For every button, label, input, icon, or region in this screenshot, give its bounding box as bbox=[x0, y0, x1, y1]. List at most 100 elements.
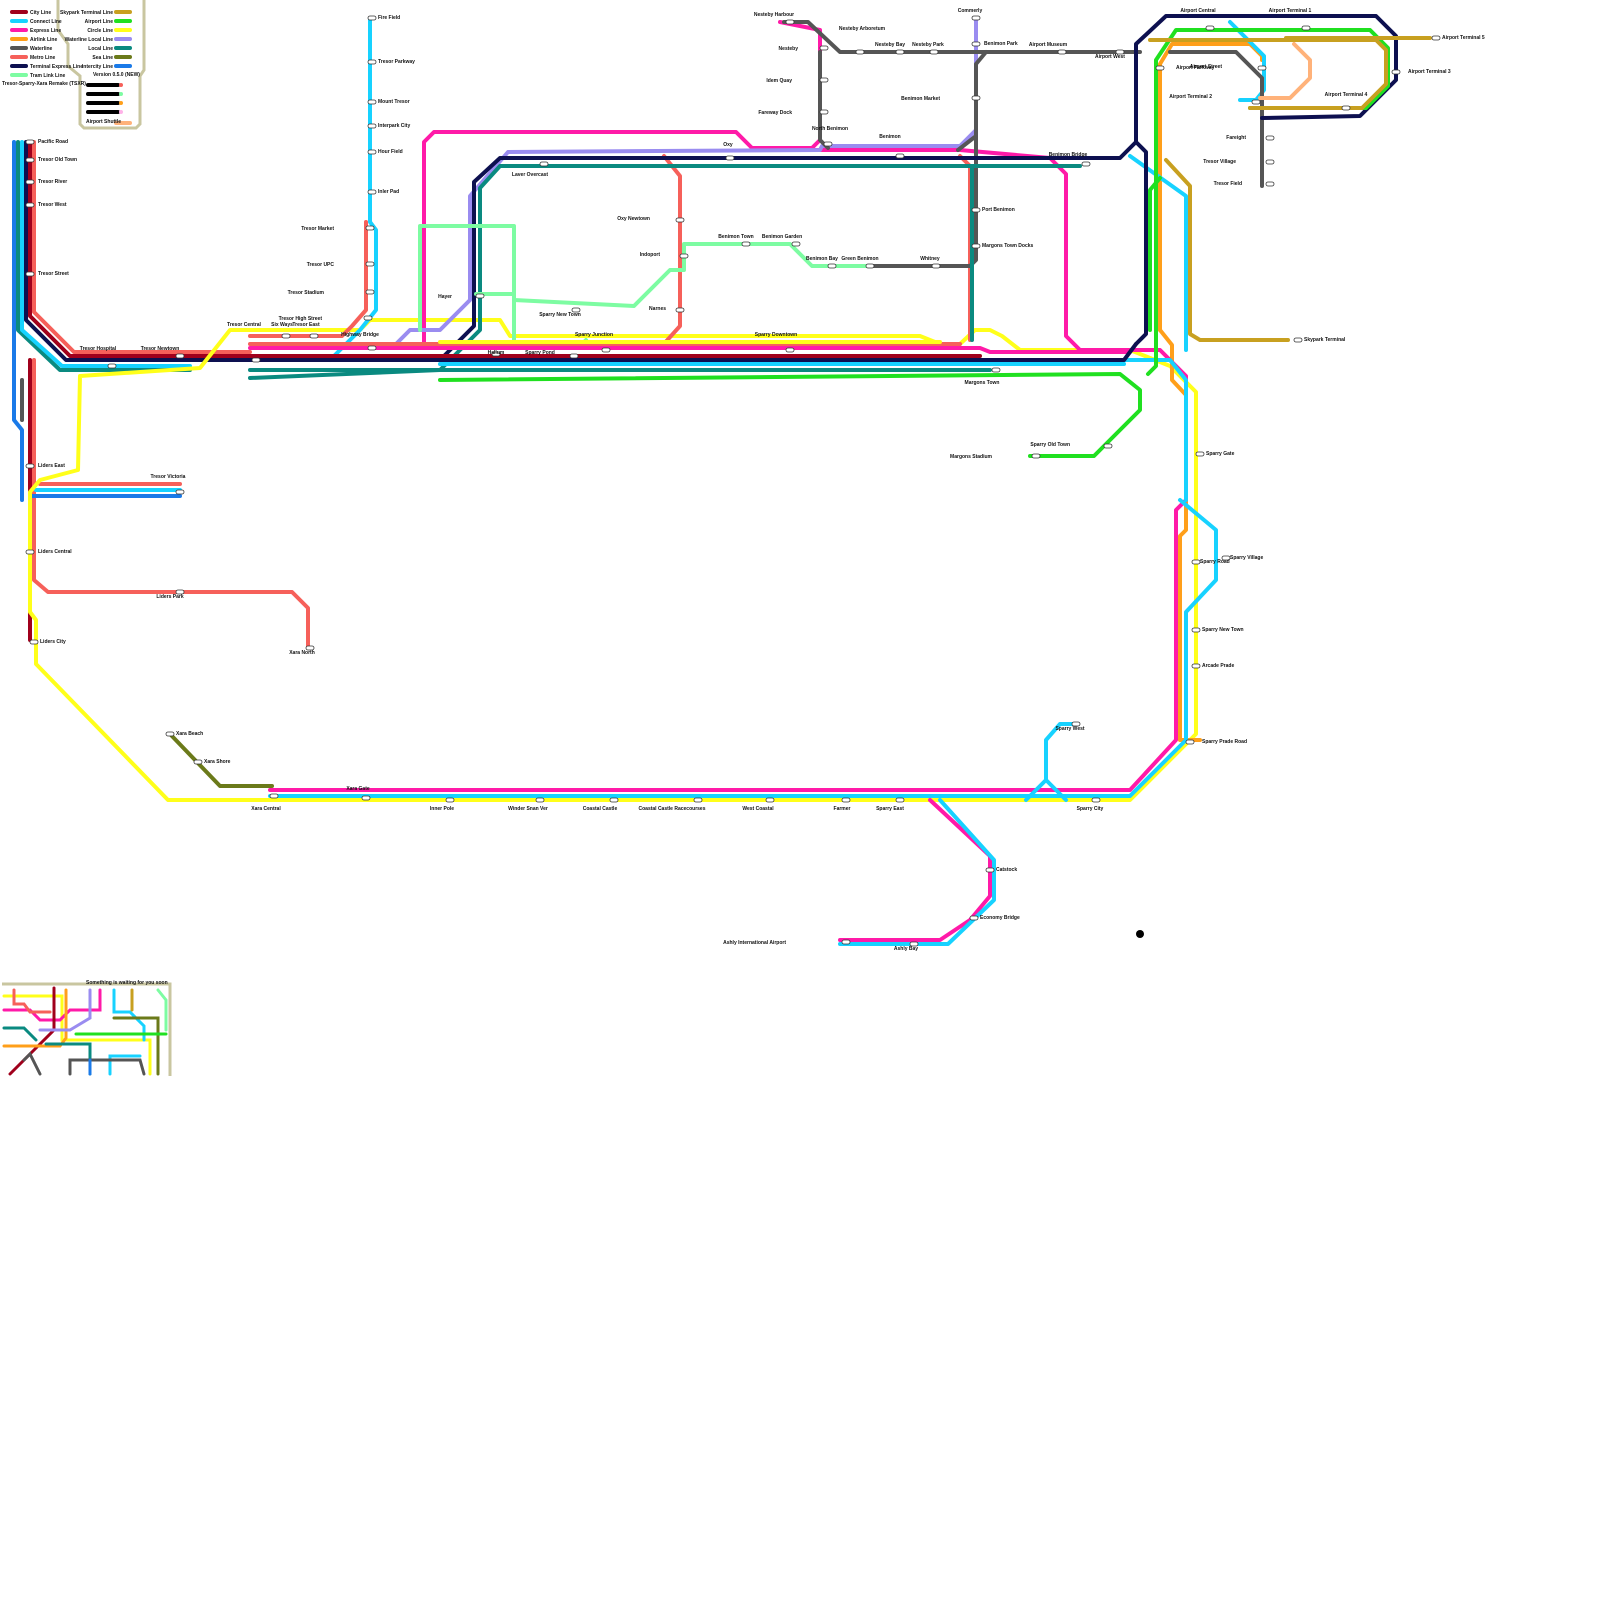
station-marker[interactable] bbox=[786, 20, 794, 24]
station-marker[interactable] bbox=[972, 16, 980, 20]
station-label[interactable]: Liders East bbox=[38, 463, 65, 469]
station-label[interactable]: Tresor Newtown bbox=[141, 346, 180, 352]
station-label[interactable]: Xara Beach bbox=[176, 731, 203, 737]
station-marker[interactable] bbox=[676, 218, 684, 222]
station-marker[interactable] bbox=[680, 254, 688, 258]
station-marker[interactable] bbox=[1266, 136, 1274, 140]
station-marker[interactable] bbox=[896, 154, 904, 158]
station-marker[interactable] bbox=[694, 798, 702, 802]
station-marker[interactable] bbox=[972, 96, 980, 100]
station-label[interactable]: Airport West bbox=[1095, 54, 1125, 60]
station-label[interactable]: Sparry Old Town bbox=[1030, 442, 1070, 448]
station-label[interactable]: Tresor Victoria bbox=[151, 474, 186, 480]
station-marker[interactable] bbox=[856, 50, 864, 54]
station-label[interactable]: Benimon Bridge bbox=[1049, 152, 1088, 158]
station-label[interactable]: Benimon Park bbox=[984, 41, 1018, 47]
station-label[interactable]: Sparry Road bbox=[1200, 559, 1230, 565]
station-marker[interactable] bbox=[366, 226, 374, 230]
station-marker[interactable] bbox=[368, 124, 376, 128]
station-label[interactable]: Xara Central bbox=[251, 806, 281, 812]
station-marker[interactable] bbox=[368, 60, 376, 64]
station-label[interactable]: Nesteby Park bbox=[912, 42, 944, 48]
station-marker[interactable] bbox=[368, 100, 376, 104]
station-label[interactable]: Highway Bridge bbox=[341, 332, 379, 338]
station-marker[interactable] bbox=[1156, 66, 1164, 70]
station-label[interactable]: Airport Central bbox=[1180, 8, 1216, 14]
station-marker[interactable] bbox=[26, 464, 34, 468]
station-label[interactable]: Airport Terminal 1 bbox=[1269, 8, 1312, 14]
station-label[interactable]: Sparry New Town bbox=[1202, 627, 1244, 633]
station-label[interactable]: Tresor Stadium bbox=[288, 290, 325, 296]
station-marker[interactable] bbox=[270, 794, 278, 798]
station-label[interactable]: Tresor Central bbox=[227, 322, 262, 328]
station-marker[interactable] bbox=[1032, 454, 1040, 458]
station-label[interactable]: Coastal Castle Racecourses bbox=[639, 806, 706, 812]
station-label[interactable]: Sparry Prade Road bbox=[1202, 739, 1247, 745]
station-marker[interactable] bbox=[792, 242, 800, 246]
station-marker[interactable] bbox=[930, 50, 938, 54]
station-marker[interactable] bbox=[1192, 560, 1200, 564]
station-label[interactable]: Mount Tresor bbox=[378, 99, 410, 105]
station-marker[interactable] bbox=[26, 272, 34, 276]
station-label[interactable]: Tresor Field bbox=[1214, 181, 1242, 187]
station-label[interactable]: Tresor UPC bbox=[307, 262, 335, 268]
station-marker[interactable] bbox=[26, 180, 34, 184]
station-label[interactable]: Tresor Parkway bbox=[378, 59, 415, 65]
station-label[interactable]: Margons Town Docks bbox=[982, 243, 1034, 249]
station-label[interactable]: Liders Park bbox=[156, 594, 183, 600]
station-marker[interactable] bbox=[252, 358, 260, 362]
station-marker[interactable] bbox=[194, 760, 202, 764]
station-label[interactable]: Margons Stadium bbox=[950, 454, 993, 460]
station-label[interactable]: Margons Town bbox=[965, 380, 1000, 386]
station-marker[interactable] bbox=[282, 334, 290, 338]
station-label[interactable]: Hour Field bbox=[378, 149, 403, 155]
station-marker[interactable] bbox=[972, 208, 980, 212]
station-marker[interactable] bbox=[366, 290, 374, 294]
station-marker[interactable] bbox=[676, 308, 684, 312]
station-label[interactable]: Tresor Old Town bbox=[38, 157, 77, 163]
station-marker[interactable] bbox=[1058, 50, 1066, 54]
station-label[interactable]: Tresor Street bbox=[38, 271, 69, 277]
station-marker[interactable] bbox=[1196, 452, 1204, 456]
station-marker[interactable] bbox=[1186, 740, 1194, 744]
station-marker[interactable] bbox=[866, 264, 874, 268]
station-marker[interactable] bbox=[1104, 444, 1112, 448]
station-marker[interactable] bbox=[368, 190, 376, 194]
station-label[interactable]: Catstock bbox=[996, 867, 1017, 873]
station-marker[interactable] bbox=[368, 150, 376, 154]
station-label[interactable]: Laver Overcast bbox=[512, 172, 548, 178]
station-label[interactable]: Airport Terminal 4 bbox=[1325, 92, 1368, 98]
station-label[interactable]: Tresor Village bbox=[1203, 159, 1236, 165]
station-marker[interactable] bbox=[166, 732, 174, 736]
station-marker[interactable] bbox=[26, 550, 34, 554]
station-label[interactable]: Tresor River bbox=[38, 179, 67, 185]
station-label[interactable]: Inner Pole bbox=[430, 806, 454, 812]
station-label[interactable]: Sparry Pond bbox=[525, 350, 555, 356]
station-label[interactable]: Six Ways bbox=[271, 322, 293, 328]
station-marker[interactable] bbox=[364, 316, 372, 320]
station-marker[interactable] bbox=[362, 796, 370, 800]
station-label[interactable]: Benimon Bay bbox=[806, 256, 838, 262]
station-marker[interactable] bbox=[108, 364, 116, 368]
station-label[interactable]: Tresor Market bbox=[301, 226, 334, 232]
station-label[interactable]: Benimon Town bbox=[718, 234, 753, 240]
station-marker[interactable] bbox=[1294, 338, 1302, 342]
station-marker[interactable] bbox=[310, 334, 318, 338]
station-marker[interactable] bbox=[1192, 628, 1200, 632]
station-label[interactable]: Sparry Junction bbox=[575, 332, 613, 338]
station-marker[interactable] bbox=[26, 140, 34, 144]
station-marker[interactable] bbox=[1252, 100, 1260, 104]
station-label[interactable]: Skypark Terminal bbox=[1304, 337, 1346, 343]
station-label[interactable]: Xara Gate bbox=[346, 786, 370, 792]
station-label[interactable]: Liders City bbox=[40, 639, 66, 645]
station-label[interactable]: Benimon Garden bbox=[762, 234, 802, 240]
station-marker[interactable] bbox=[1432, 36, 1440, 40]
station-label[interactable]: Ashly International Airport bbox=[723, 940, 786, 946]
station-marker[interactable] bbox=[476, 294, 484, 298]
station-label[interactable]: Airport Terminal 3 bbox=[1408, 69, 1451, 75]
station-label[interactable]: Pacific Road bbox=[38, 139, 68, 145]
station-label[interactable]: Inler Pad bbox=[378, 189, 399, 195]
station-label[interactable]: Sparry Gate bbox=[1206, 451, 1235, 457]
station-marker[interactable] bbox=[536, 798, 544, 802]
station-label[interactable]: Fareway Dock bbox=[758, 110, 792, 116]
